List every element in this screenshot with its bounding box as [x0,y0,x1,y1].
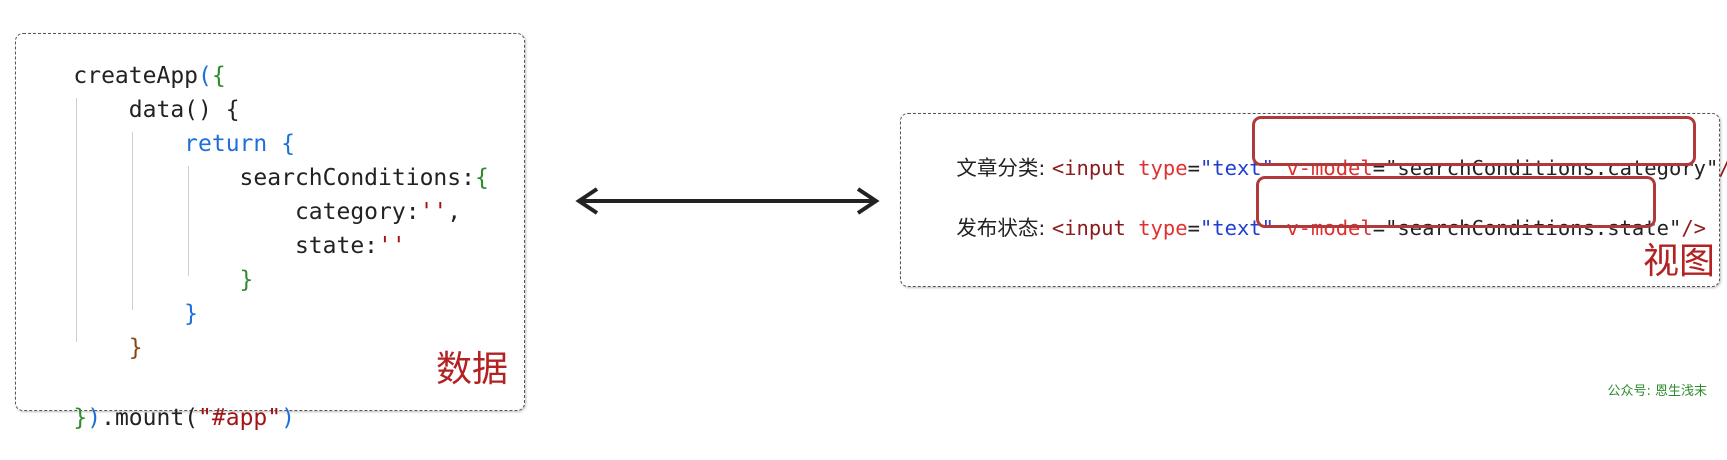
code-line-9: } [73,335,143,361]
highlight-box-category-binding [1252,116,1696,166]
indent-guide [188,166,189,276]
code-line-2: data() { [73,97,240,123]
code-line-4: searchConditions:{ [73,165,489,191]
code-line-7: } [73,267,254,293]
code-panel: createApp({ data() { return { searchCond… [15,33,525,431]
view-panel: 文章分类: <input type="text" v-model="search… [900,113,1727,287]
watermark: 公众号: 恩生浅末 [1607,384,1707,399]
code-line-6: state:'' [73,233,406,259]
code-line-8: } [73,301,199,327]
double-headed-arrow-icon [575,187,880,215]
data-tag-label: 数据 [435,349,508,390]
view-tag-label: 视图 [1642,241,1715,282]
code-line-11: }).mount("#app") [73,405,295,431]
indent-guide [132,132,133,310]
indent-guide [76,98,77,342]
code-line-1: createApp({ [73,63,226,89]
highlight-box-state-binding [1256,176,1656,228]
code-line-3: return { [73,131,295,157]
code-line-5: category:'', [73,199,462,225]
view-row-state: 发布状态: <input type="text" v-model="search… [956,216,1706,240]
